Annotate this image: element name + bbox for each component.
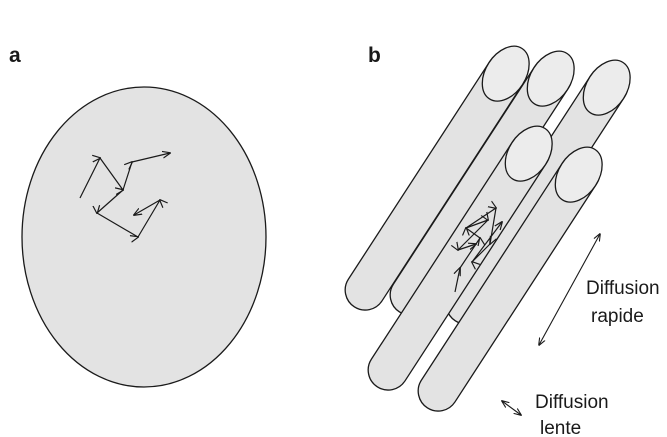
isotropic-cell (22, 87, 266, 387)
panel-a-label: a (9, 44, 21, 67)
panel-b-label: b (368, 44, 381, 67)
panel-a: a (9, 44, 266, 387)
fast-diffusion-label-line2: rapide (591, 306, 644, 327)
fast-diffusion-label-line1: Diffusion (586, 278, 660, 299)
fiber-bundle (338, 38, 640, 419)
panel-b: b (338, 38, 660, 437)
slow-diffusion-label-line1: Diffusion (535, 392, 609, 413)
slow-diffusion-label-line2: lente (540, 418, 581, 437)
slow-diffusion-arrow (502, 401, 521, 415)
